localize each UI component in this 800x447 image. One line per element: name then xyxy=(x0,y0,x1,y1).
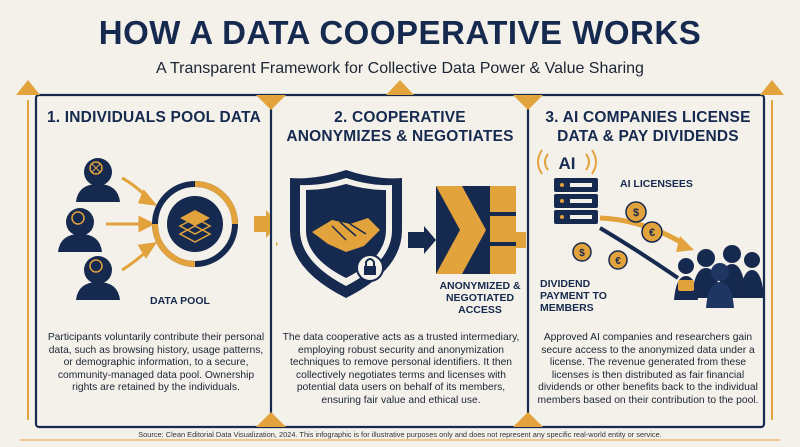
coin-icon: $ xyxy=(625,201,647,223)
ai-badge-text: AI xyxy=(559,154,576,173)
members-group-icon xyxy=(674,245,764,308)
arrow-icon xyxy=(106,176,158,272)
panel-2-description: The data cooperative acts as a trusted i… xyxy=(282,332,520,406)
coin-euro-symbol: € xyxy=(649,227,655,239)
arrow-right-icon xyxy=(408,226,436,254)
panel-1-description: Participants voluntarily contribute thei… xyxy=(47,332,265,394)
person-icon xyxy=(76,256,120,300)
source-footer: Source: Clean Editorial Data Visualizati… xyxy=(138,430,662,439)
arrow-right-icon xyxy=(254,210,270,238)
panel-2-title: 2. COOPERATIVE ANONYMIZES & NEGOTIATES xyxy=(275,108,525,146)
data-pool-label: DATA POOL xyxy=(150,295,210,307)
ai-licensees-label: AI LICENSEES xyxy=(620,178,693,190)
payment-flow-arrows xyxy=(598,215,686,280)
anonymized-access-label-line-1: ANONYMIZED & xyxy=(439,280,521,292)
coin-icon: $ xyxy=(572,242,592,262)
anonymized-data-icon xyxy=(436,186,516,274)
anonymized-access-label: ANONYMIZED & NEGOTIATED ACCESS xyxy=(430,280,530,316)
coin-euro-symbol: € xyxy=(615,256,621,267)
coin-dollar-symbol: $ xyxy=(579,248,585,259)
page-subtitle: A Transparent Framework for Collective D… xyxy=(156,60,644,77)
coin-icon: € xyxy=(641,221,663,243)
lock-icon xyxy=(356,254,384,282)
panel-2-illustration xyxy=(276,170,526,298)
anonymized-access-label-line-2: NEGOTIATED xyxy=(445,292,515,304)
dividend-payment-label-line-1: DIVIDEND xyxy=(540,278,591,290)
panel-3-description: Approved AI companies and researchers ga… xyxy=(537,332,759,406)
panel-3-title: 3. AI COMPANIES LICENSE DATA & PAY DIVID… xyxy=(534,108,762,146)
panel-3-title-line-2: DATA & PAY DIVIDENDS xyxy=(557,128,739,145)
page-title: HOW A DATA COOPERATIVE WORKS xyxy=(98,14,702,51)
panel-1-title: 1. INDIVIDUALS POOL DATA xyxy=(46,109,262,126)
ai-signal-icon xyxy=(537,149,597,175)
anonymized-access-label-line-3: ACCESS xyxy=(458,304,502,316)
handshake-icon xyxy=(312,218,380,252)
person-icon xyxy=(76,158,120,202)
panel-2-title-line-2: ANONYMIZES & NEGOTIATES xyxy=(286,128,514,145)
panel-1-illustration xyxy=(58,158,270,300)
dividend-payment-label-line-3: MEMBERS xyxy=(540,302,594,314)
data-pool-icon xyxy=(152,181,238,267)
panel-2-title-line-1: 2. COOPERATIVE xyxy=(334,109,466,126)
server-icon xyxy=(554,178,598,224)
dividend-payment-label: DIVIDEND PAYMENT TO MEMBERS xyxy=(540,278,630,314)
panel-3-title-line-1: 3. AI COMPANIES LICENSE xyxy=(545,109,751,126)
dividend-payment-label-line-2: PAYMENT TO xyxy=(540,290,607,302)
coin-icon: € xyxy=(608,250,628,270)
person-icon xyxy=(58,208,102,252)
panel-3-illustration: AI $ € $ € xyxy=(537,149,764,308)
coin-dollar-symbol: $ xyxy=(633,207,639,219)
